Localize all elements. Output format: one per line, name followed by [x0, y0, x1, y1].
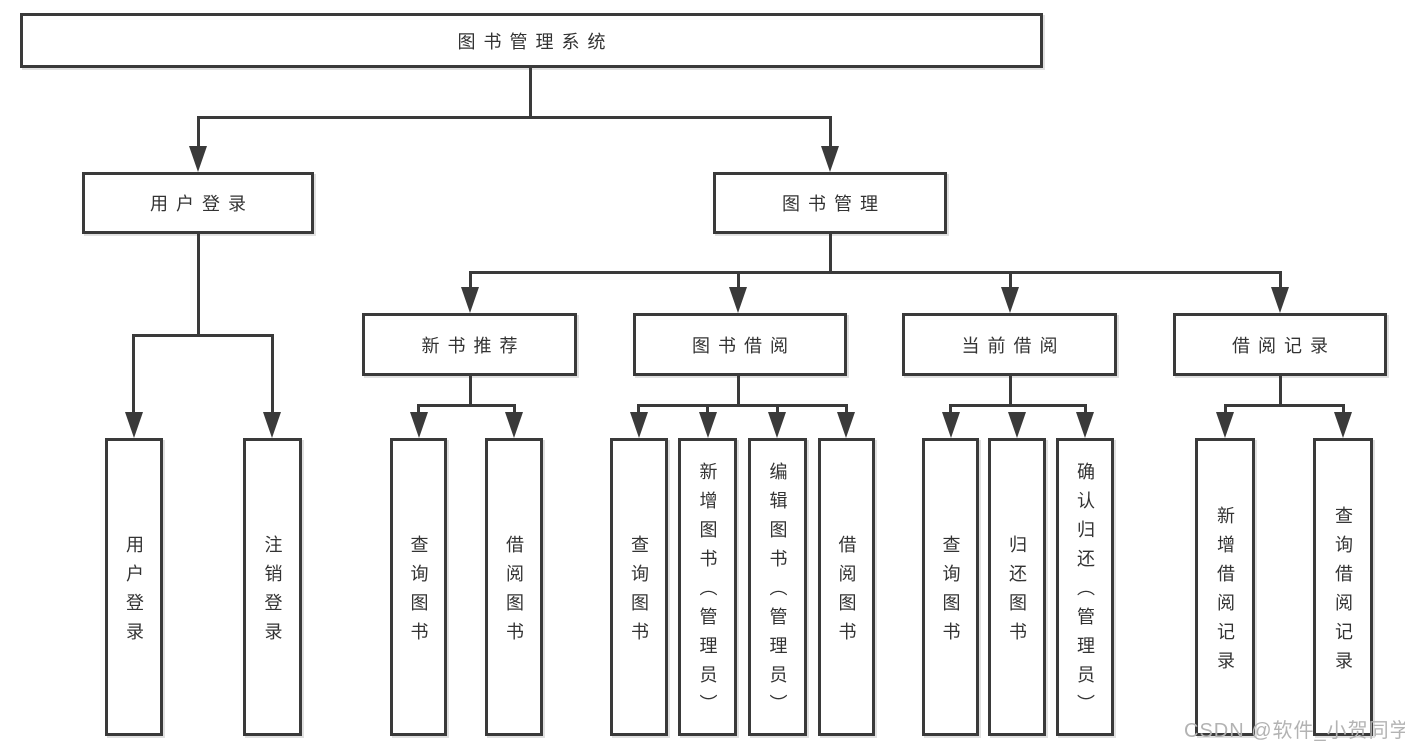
arrow-down-icon — [768, 412, 786, 438]
node-current-borrowing: 当前借阅 — [902, 313, 1117, 376]
arrow-down-icon — [505, 412, 523, 438]
connector-line — [197, 234, 200, 337]
leaf-edit-books-admin: 编辑图书（管理员） — [748, 438, 807, 736]
connector-line — [737, 376, 740, 407]
node-user-login-module: 用户登录 — [82, 172, 314, 234]
node-book-borrowing: 图书借阅 — [633, 313, 847, 376]
connector-line — [417, 404, 420, 416]
node-label: 查询图书 — [940, 534, 961, 651]
arrow-down-icon — [821, 146, 839, 172]
connector-line — [197, 116, 832, 119]
leaf-borrow-books: 借阅图书 — [818, 438, 875, 736]
arrow-down-icon — [1271, 287, 1289, 313]
arrow-down-icon — [1334, 412, 1352, 438]
connector-line — [829, 234, 832, 274]
connector-line — [132, 334, 274, 337]
connector-line — [529, 68, 532, 119]
connector-line — [417, 404, 516, 407]
connector-line — [1224, 404, 1345, 407]
node-label: 图书管理 — [782, 194, 886, 214]
node-label: 用户登录 — [124, 534, 144, 651]
connector-line — [829, 116, 832, 149]
leaf-add-borrow-record: 新增借阅记录 — [1195, 438, 1255, 736]
leaf-query-books: 查询图书 — [390, 438, 447, 736]
leaf-query-books: 查询图书 — [922, 438, 979, 736]
node-label: 查询图书 — [408, 534, 429, 651]
node-label: 借阅图书 — [836, 534, 857, 651]
leaf-borrow-books: 借阅图书 — [485, 438, 543, 736]
connector-line — [469, 271, 1282, 274]
arrow-down-icon — [699, 412, 717, 438]
csdn-watermark: CSDN @软件_小贺同学 — [1184, 720, 1405, 742]
node-borrow-records: 借阅记录 — [1173, 313, 1387, 376]
connector-line — [637, 404, 640, 416]
arrow-down-icon — [1076, 412, 1094, 438]
node-label: 注销登录 — [262, 534, 283, 651]
connector-line — [637, 404, 848, 407]
connector-line — [776, 404, 779, 416]
leaf-query-books: 查询图书 — [610, 438, 668, 736]
leaf-user-logout: 注销登录 — [243, 438, 302, 736]
node-label: 借阅记录 — [1232, 335, 1336, 356]
node-label: 借阅图书 — [504, 534, 524, 651]
node-label: 图书借阅 — [692, 335, 796, 356]
arrow-down-icon — [410, 412, 428, 438]
connector-line — [949, 404, 952, 416]
connector-line — [1009, 271, 1012, 291]
node-label: 查询图书 — [629, 534, 649, 651]
arrow-down-icon — [189, 146, 207, 172]
connector-line — [1009, 376, 1012, 407]
connector-line — [1342, 404, 1345, 416]
node-label: 归还图书 — [1007, 534, 1027, 651]
connector-line — [469, 271, 472, 291]
leaf-confirm-return-admin: 确认归还（管理员） — [1056, 438, 1114, 736]
connector-line — [197, 116, 200, 149]
arrow-down-icon — [630, 412, 648, 438]
node-label: 图书管理系统 — [457, 31, 614, 52]
arrow-down-icon — [1001, 287, 1019, 313]
connector-line — [706, 404, 709, 416]
leaf-query-borrow-record: 查询借阅记录 — [1313, 438, 1373, 736]
arrow-down-icon — [125, 412, 143, 438]
arrow-down-icon — [461, 287, 479, 313]
node-label: 查询借阅记录 — [1333, 505, 1353, 680]
node-label: 新书推荐 — [421, 335, 526, 356]
connector-line — [845, 404, 848, 416]
connector-line — [132, 334, 135, 415]
leaf-user-login: 用户登录 — [105, 438, 163, 736]
arrow-down-icon — [1216, 412, 1234, 438]
connector-line — [1279, 376, 1282, 407]
connector-line — [1084, 404, 1087, 416]
node-label: 编辑图书（管理员） — [767, 462, 788, 723]
node-label: 新增借阅记录 — [1215, 505, 1235, 680]
connector-line — [271, 334, 274, 415]
arrow-down-icon — [263, 412, 281, 438]
connector-line — [1224, 404, 1227, 416]
node-book-management-module: 图书管理 — [713, 172, 947, 234]
connector-line — [513, 404, 516, 416]
arrow-down-icon — [729, 287, 747, 313]
connector-line — [737, 271, 740, 291]
connector-line — [469, 376, 472, 407]
arrow-down-icon — [1008, 412, 1026, 438]
node-label: 当前借阅 — [961, 335, 1066, 356]
node-new-book-recommend: 新书推荐 — [362, 313, 577, 376]
connector-line — [949, 404, 1086, 407]
arrow-down-icon — [837, 412, 855, 438]
leaf-add-books-admin: 新增图书（管理员） — [678, 438, 737, 736]
leaf-return-books: 归还图书 — [988, 438, 1046, 736]
node-label: 确认归还（管理员） — [1075, 462, 1095, 723]
node-label: 用户登录 — [150, 194, 254, 214]
node-root-system: 图书管理系统 — [20, 13, 1043, 68]
node-label: 新增图书（管理员） — [697, 462, 718, 723]
arrow-down-icon — [942, 412, 960, 438]
connector-line — [1279, 271, 1282, 291]
